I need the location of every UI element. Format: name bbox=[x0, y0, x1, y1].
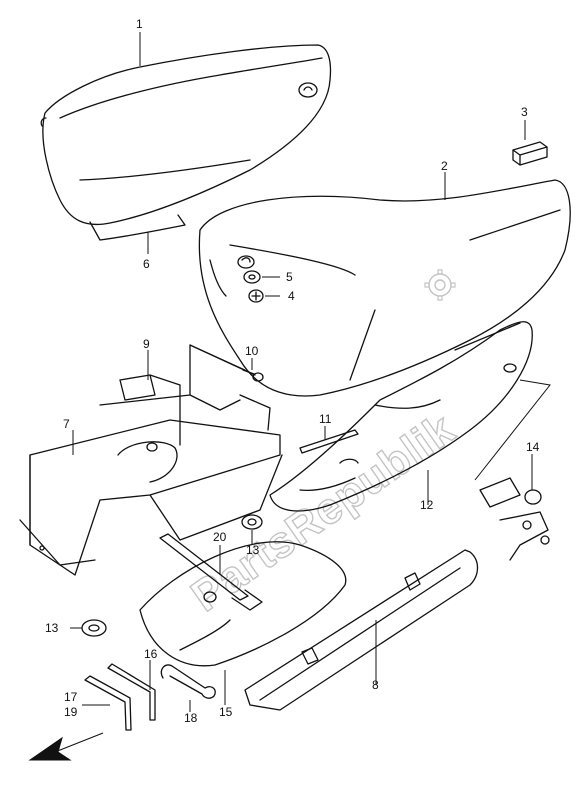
part-20-strap bbox=[159, 533, 263, 611]
callout-15: 15 bbox=[219, 705, 233, 719]
callout-7: 7 bbox=[63, 417, 70, 431]
part-12-tail-cover bbox=[269, 321, 533, 512]
callout-4: 4 bbox=[288, 289, 295, 303]
callout-2: 2 bbox=[441, 159, 448, 173]
callout-18: 18 bbox=[184, 711, 198, 725]
callout-20: 20 bbox=[213, 530, 227, 544]
part-2-right-side-cover bbox=[198, 179, 571, 397]
part-4-screw bbox=[248, 289, 264, 303]
part-16-hex-wrench bbox=[107, 663, 156, 721]
callout-12: 12 bbox=[420, 498, 434, 512]
front-direction-arrow-icon bbox=[28, 732, 104, 761]
callout-6: 6 bbox=[143, 257, 150, 271]
callout-13-upper: 13 bbox=[246, 543, 260, 557]
leader-lines bbox=[70, 32, 551, 712]
part-3-cushion bbox=[512, 141, 548, 166]
part-8-rail bbox=[244, 549, 479, 711]
watermark-gear-icon bbox=[424, 269, 456, 301]
callouts: 1 2 3 4 5 6 7 8 9 10 11 12 13 13 14 15 1… bbox=[45, 17, 540, 725]
callout-5: 5 bbox=[286, 270, 293, 284]
part-5-grommet bbox=[243, 270, 261, 284]
part-7-battery-case bbox=[19, 344, 283, 576]
callout-11: 11 bbox=[319, 412, 332, 426]
part-14-lock-set bbox=[479, 477, 550, 561]
part-1-left-side-cover bbox=[40, 44, 332, 241]
part-13-grommet-upper bbox=[241, 514, 263, 530]
callout-14: 14 bbox=[526, 440, 540, 454]
callout-10: 10 bbox=[245, 344, 259, 358]
callout-16: 16 bbox=[144, 647, 158, 661]
part-10-bolt bbox=[242, 369, 264, 382]
part-18-spanner bbox=[160, 664, 216, 699]
part-15-tool-bag bbox=[139, 541, 347, 667]
part-11-trim-strip bbox=[299, 429, 359, 454]
callout-3: 3 bbox=[521, 105, 528, 119]
callout-1: 1 bbox=[136, 17, 143, 31]
part-13-grommet-lower bbox=[81, 619, 107, 637]
callout-8: 8 bbox=[372, 678, 379, 692]
part-17-hex-wrench bbox=[84, 675, 132, 731]
callout-17: 17 bbox=[64, 690, 78, 704]
callout-9: 9 bbox=[143, 337, 150, 351]
callout-13-lower: 13 bbox=[45, 621, 59, 635]
callout-19: 19 bbox=[64, 705, 78, 719]
